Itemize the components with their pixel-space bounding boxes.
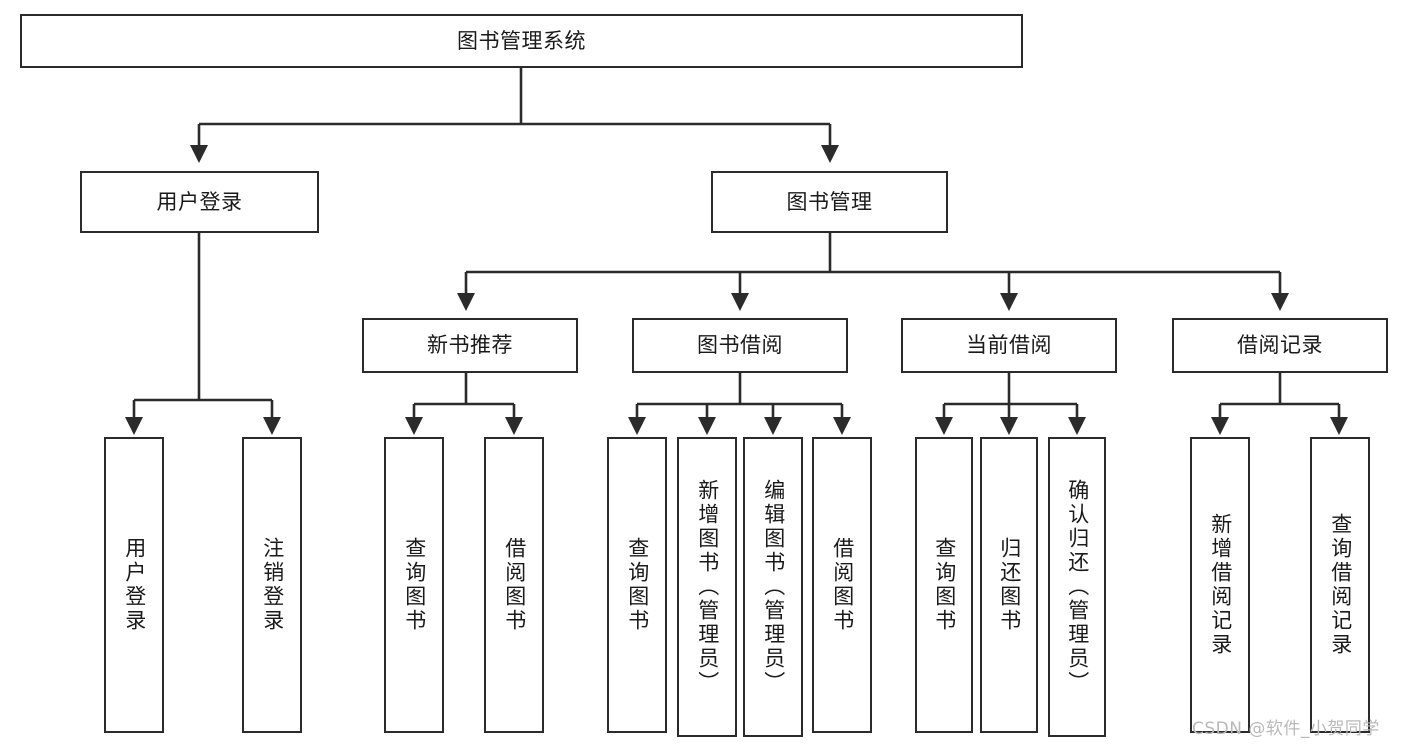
csdn-watermark: CSDN @软件_小贺同学 — [1192, 719, 1380, 739]
node-book-management[interactable]: 图书管理 — [711, 171, 948, 233]
node-root-system[interactable]: 图书管理系统 — [20, 14, 1023, 68]
node-user-login-label: 用户登录 — [156, 189, 243, 214]
leaf-borrow-edit-book-admin-label: 编辑图书（管理员） — [761, 479, 786, 695]
leaf-current-return-book[interactable]: 归还图书 — [980, 437, 1038, 733]
leaf-user-login-login-label: 用户登录 — [122, 537, 147, 633]
node-user-login[interactable]: 用户登录 — [80, 171, 319, 233]
leaf-record-query-record-label: 查询借阅记录 — [1328, 513, 1353, 657]
leaf-current-return-book-label: 归还图书 — [997, 537, 1022, 633]
leaf-user-login-login[interactable]: 用户登录 — [104, 437, 164, 733]
node-book-management-label: 图书管理 — [786, 189, 873, 214]
leaf-borrow-borrow-book-label: 借阅图书 — [830, 537, 855, 633]
leaf-borrow-add-book-admin-label: 新增图书（管理员） — [695, 479, 720, 695]
leaf-record-query-record[interactable]: 查询借阅记录 — [1310, 437, 1370, 733]
leaf-borrow-edit-book-admin[interactable]: 编辑图书（管理员） — [743, 437, 803, 737]
leaf-user-login-logout[interactable]: 注销登录 — [242, 437, 302, 733]
leaf-current-query-book-label: 查询图书 — [932, 537, 957, 633]
node-new-book-recommend[interactable]: 新书推荐 — [362, 318, 578, 373]
leaf-borrow-query-book-label: 查询图书 — [625, 537, 650, 633]
leaf-recommend-query-book-label: 查询图书 — [402, 537, 427, 633]
node-borrow-record[interactable]: 借阅记录 — [1172, 318, 1388, 373]
node-borrow-record-label: 借阅记录 — [1237, 333, 1323, 357]
node-current-borrow[interactable]: 当前借阅 — [901, 318, 1117, 373]
node-book-borrow[interactable]: 图书借阅 — [632, 318, 848, 373]
leaf-recommend-borrow-book[interactable]: 借阅图书 — [484, 437, 544, 733]
leaf-recommend-borrow-book-label: 借阅图书 — [502, 537, 527, 633]
leaf-borrow-add-book-admin[interactable]: 新增图书（管理员） — [677, 437, 737, 737]
leaf-current-confirm-return-admin-label: 确认归还（管理员） — [1065, 479, 1090, 695]
leaf-current-query-book[interactable]: 查询图书 — [915, 437, 973, 733]
leaf-user-login-logout-label: 注销登录 — [260, 537, 285, 633]
leaf-borrow-query-book[interactable]: 查询图书 — [607, 437, 667, 733]
node-new-book-recommend-label: 新书推荐 — [427, 333, 513, 357]
leaf-current-confirm-return-admin[interactable]: 确认归还（管理员） — [1048, 437, 1106, 737]
leaf-record-add-record[interactable]: 新增借阅记录 — [1190, 437, 1250, 733]
leaf-record-add-record-label: 新增借阅记录 — [1208, 513, 1233, 657]
leaf-recommend-query-book[interactable]: 查询图书 — [384, 437, 444, 733]
leaf-borrow-borrow-book[interactable]: 借阅图书 — [812, 437, 872, 733]
node-current-borrow-label: 当前借阅 — [966, 333, 1052, 357]
node-root-system-label: 图书管理系统 — [457, 28, 586, 53]
node-book-borrow-label: 图书借阅 — [697, 333, 783, 357]
